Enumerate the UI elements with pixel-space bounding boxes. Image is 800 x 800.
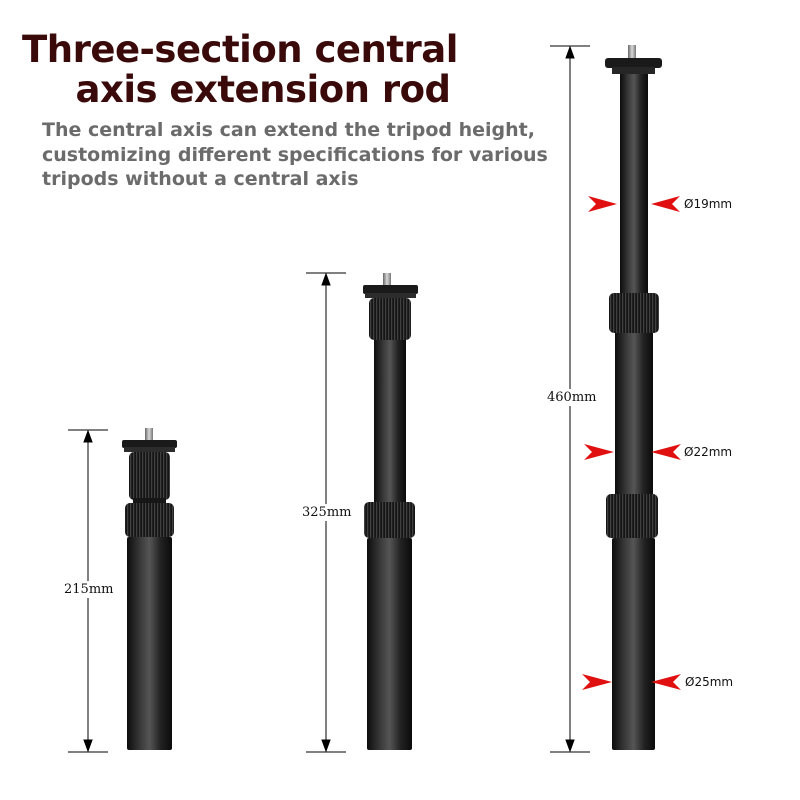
title-line-2: axis extension rod [75,68,451,111]
description-line-3: tripods without a central axis [42,168,359,190]
diameter-arrows-19 [588,196,680,212]
diameter-label-19: Ø19mm [684,197,733,211]
rod-medium [363,273,418,750]
description-line-2: customizing different specifications for… [42,143,548,166]
diameter-arrows-22 [584,444,681,460]
product-title: Three-section central axis extension rod [0,30,480,110]
product-description: The central axis can extend the tripod h… [42,118,562,192]
description-line-1: The central axis can extend the tripod h… [42,119,535,141]
diameter-arrows-25 [582,674,681,690]
title-line-1: Three-section central [22,28,458,71]
diameter-label-22: Ø22mm [684,445,733,459]
length-label-325: 325mm [302,504,352,521]
rod-long [605,45,662,750]
length-label-460: 460mm [547,389,597,406]
rod-short [122,428,177,750]
length-label-215: 215mm [64,581,114,598]
diameter-label-25: Ø25mm [685,675,734,689]
